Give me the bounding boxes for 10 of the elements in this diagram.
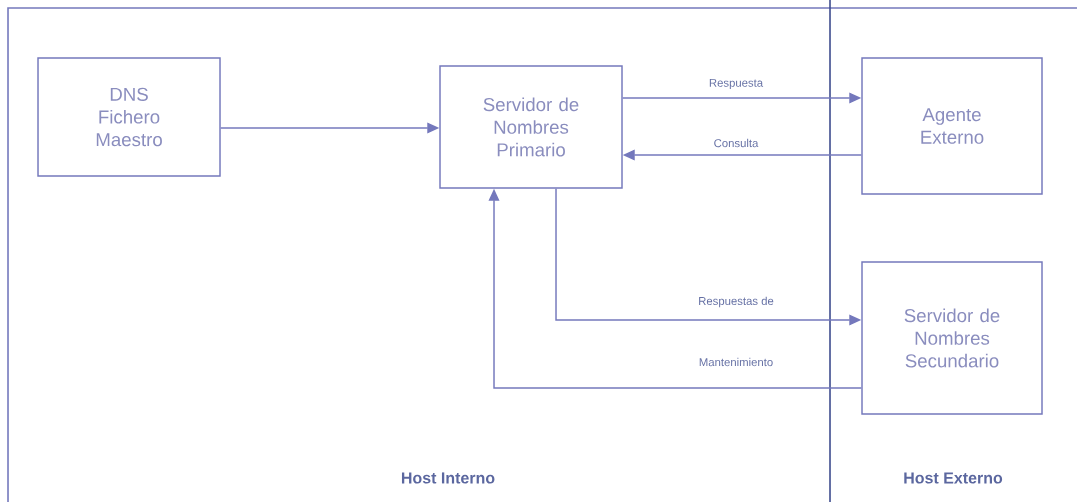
- edge-label: Respuesta: [707, 77, 765, 91]
- process-box: Servidor de Nombres Secundario: [861, 261, 1043, 415]
- process-box: Servidor de Nombres Primario: [439, 65, 623, 189]
- edge-label: Mantenimiento: [697, 356, 775, 368]
- process-box: DNS Fichero Maestro: [37, 57, 221, 177]
- process-box: Agente Externo: [861, 57, 1043, 195]
- region-label: Host Interno: [401, 472, 495, 484]
- edge-label: Consulta: [712, 137, 760, 149]
- region-label: Host Externo: [904, 472, 1003, 484]
- edge-label: Respuestas de: [696, 295, 776, 309]
